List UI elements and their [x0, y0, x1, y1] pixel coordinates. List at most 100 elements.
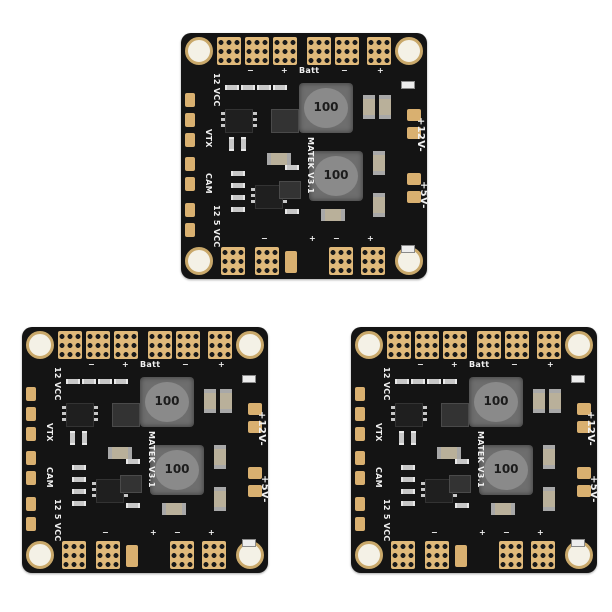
inductor-label: 100 — [493, 462, 519, 476]
side-pad — [355, 497, 365, 511]
pcb-board-bottom-left: − + Batt − + − + − + 12 VCC VTX CAM 12 5… — [22, 327, 268, 573]
silk-125vcc: 12 5 VCC — [212, 205, 221, 248]
solder-pad — [176, 331, 200, 359]
silk-5v: +5V- — [259, 475, 268, 503]
side-pad — [355, 517, 365, 531]
smd-resistor — [399, 431, 404, 445]
side-pad — [355, 387, 365, 401]
regulator — [441, 403, 469, 427]
side-pad — [355, 407, 365, 421]
inductor-label: 100 — [313, 100, 339, 114]
solder-pad — [499, 541, 523, 569]
capacitor — [533, 389, 545, 413]
silk-plus: + — [218, 360, 226, 369]
led — [571, 375, 585, 383]
silk-12v: +12V- — [415, 117, 427, 152]
silk-12v: +12V- — [256, 411, 268, 446]
side-pad — [26, 497, 36, 511]
side-pad — [185, 93, 195, 107]
inductor-label: 100 — [154, 394, 180, 408]
solder-pad — [367, 37, 391, 65]
capacitor — [321, 209, 345, 221]
solder-pad — [361, 247, 385, 275]
smd-resistor — [225, 85, 239, 90]
silk-plus: + — [547, 360, 555, 369]
solder-pad — [505, 331, 529, 359]
solder-pad — [221, 247, 245, 275]
smd-resistor — [72, 465, 86, 470]
side-pad — [185, 203, 195, 217]
smd-resistor — [427, 379, 441, 384]
silk-5v: +5V- — [418, 181, 427, 209]
side-pad — [407, 127, 421, 139]
smd-resistor — [395, 379, 409, 384]
led — [401, 245, 415, 253]
inductor: 100 — [309, 151, 363, 201]
mount-hole — [185, 247, 213, 275]
smd-resistor — [411, 379, 425, 384]
capacitor — [491, 503, 515, 515]
side-pad — [355, 471, 365, 485]
inductor: 100 — [479, 445, 533, 495]
side-pad — [185, 113, 195, 127]
solder-pad — [126, 545, 138, 567]
smd-resistor — [126, 459, 140, 464]
side-pad — [355, 427, 365, 441]
side-pad — [577, 403, 591, 415]
solder-pad — [217, 37, 241, 65]
silk-board-name: MATEK V3.1 — [147, 431, 156, 488]
solder-pad — [114, 331, 138, 359]
mount-hole — [355, 331, 383, 359]
capacitor — [549, 389, 561, 413]
side-pad — [248, 421, 262, 433]
solder-pad — [477, 331, 501, 359]
capacitor — [543, 487, 555, 511]
side-pad — [577, 421, 591, 433]
solder-pad — [537, 331, 561, 359]
silk-board-name: MATEK V3.1 — [306, 137, 315, 194]
regulator — [449, 475, 471, 493]
smd-resistor — [285, 209, 299, 214]
side-pad — [577, 485, 591, 497]
solder-pad — [425, 541, 449, 569]
silk-minus: − — [431, 528, 439, 537]
solder-pad — [255, 247, 279, 275]
ic-chip — [251, 185, 287, 209]
side-pad — [577, 467, 591, 479]
smd-resistor — [241, 137, 246, 151]
solder-pad — [170, 541, 194, 569]
capacitor — [437, 447, 461, 459]
smd-resistor — [72, 501, 86, 506]
silk-plus: + — [309, 234, 317, 243]
silk-minus: − — [174, 528, 182, 537]
smd-resistor — [82, 379, 96, 384]
capacitor — [373, 193, 385, 217]
inductor: 100 — [140, 377, 194, 427]
smd-resistor — [231, 171, 245, 176]
mount-hole — [565, 331, 593, 359]
smd-resistor — [72, 489, 86, 494]
side-pad — [26, 427, 36, 441]
pcb-board-top: − + Batt − + − + − + 12 VCC VTX CAM 12 5… — [181, 33, 427, 279]
silk-minus: − — [511, 360, 519, 369]
smd-resistor — [231, 183, 245, 188]
solder-pad — [96, 541, 120, 569]
mount-hole — [236, 541, 264, 569]
smd-resistor — [231, 207, 245, 212]
smd-resistor — [285, 165, 299, 170]
silk-plus: + — [537, 528, 545, 537]
pcb-board-bottom-right: − + Batt − + − + − + 12 VCC VTX CAM 12 5… — [351, 327, 597, 573]
silk-minus: − — [88, 360, 96, 369]
side-pad — [26, 387, 36, 401]
solder-pad — [86, 331, 110, 359]
solder-pad — [391, 541, 415, 569]
silk-5v: +5V- — [588, 475, 597, 503]
smd-resistor — [98, 379, 112, 384]
solder-pad — [387, 331, 411, 359]
silk-board-name: MATEK V3.1 — [476, 431, 485, 488]
inductor: 100 — [299, 83, 353, 133]
inductor-label: 100 — [323, 168, 349, 182]
capacitor — [543, 445, 555, 469]
mount-hole — [236, 331, 264, 359]
silk-minus: − — [247, 66, 255, 75]
